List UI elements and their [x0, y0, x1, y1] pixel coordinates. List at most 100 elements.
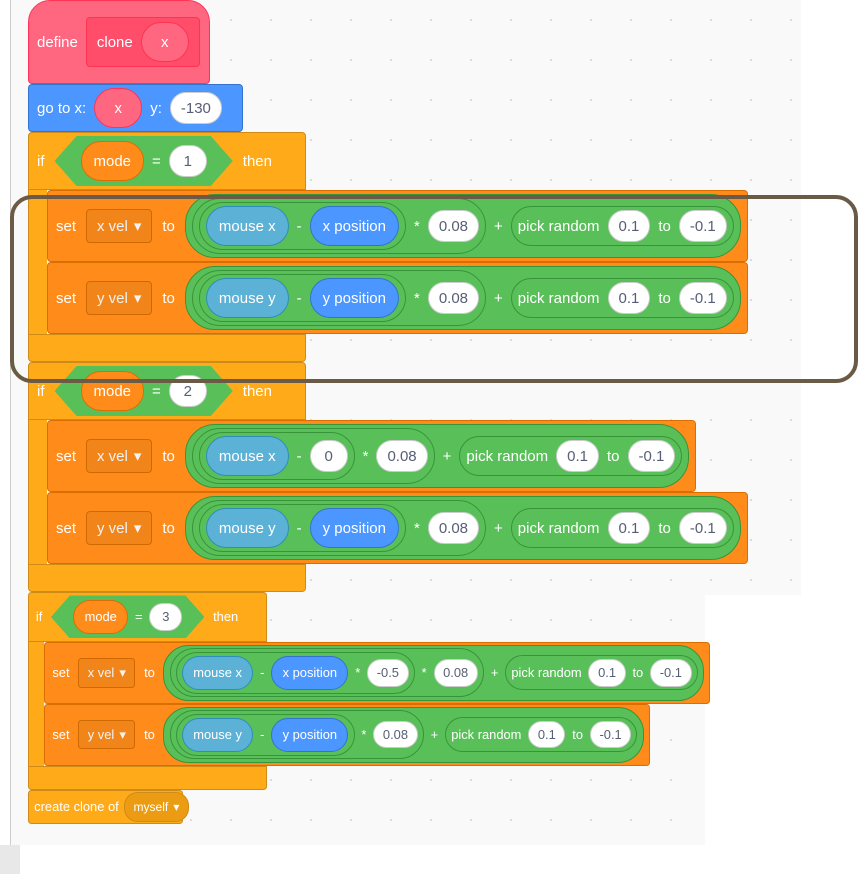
- mouse-x-reporter[interactable]: mouse x: [205, 206, 289, 246]
- go-to-xy-block[interactable]: go to x: x y: -130: [28, 84, 243, 132]
- number-input[interactable]: 0.1: [607, 512, 651, 544]
- mode-variable-reporter[interactable]: mode: [73, 600, 128, 634]
- operator-block[interactable]: mouse y-y position*0.08: [191, 270, 487, 326]
- operator-block[interactable]: mouse y-y position: [175, 713, 355, 756]
- number-input[interactable]: -0.5: [367, 659, 409, 687]
- operator-block[interactable]: mouse x-0: [198, 432, 355, 480]
- x-position-reporter[interactable]: x position: [309, 206, 399, 246]
- number-input[interactable]: -0.1: [678, 282, 727, 314]
- equals-condition[interactable]: mode=2: [55, 366, 233, 416]
- create-clone-label: create clone of: [34, 799, 119, 815]
- equals-condition[interactable]: mode=3: [51, 595, 205, 638]
- operator-symbol: +: [442, 447, 452, 465]
- condition-value-input[interactable]: 3: [149, 603, 182, 631]
- define-block[interactable]: define clone x: [28, 0, 210, 84]
- number-input[interactable]: 0.1: [528, 720, 566, 749]
- operator-block[interactable]: mouse x-x position*-0.5: [175, 652, 415, 694]
- operator-block[interactable]: mouse x-x position*0.08: [191, 198, 487, 254]
- set-keyword: set: [56, 447, 77, 465]
- number-input[interactable]: -0.1: [678, 210, 727, 242]
- operator-symbol: -: [260, 665, 265, 681]
- variable-dropdown[interactable]: y vel▾: [86, 281, 153, 315]
- equals-condition[interactable]: mode=1: [55, 136, 233, 186]
- number-input[interactable]: 0.08: [433, 659, 478, 687]
- mode-variable-reporter[interactable]: mode: [81, 141, 145, 181]
- number-input[interactable]: 0: [309, 440, 348, 472]
- number-input[interactable]: -0.1: [650, 659, 692, 687]
- operator-block[interactable]: mouse y-y position*0.08: [191, 500, 487, 556]
- go-to-x-label: go to x:: [37, 99, 87, 117]
- variable-dropdown[interactable]: x vel▾: [86, 209, 153, 243]
- number-input[interactable]: 0.1: [588, 659, 626, 687]
- operator-block[interactable]: mouse x-0*0.08: [191, 428, 435, 484]
- operator-symbol: +: [490, 665, 499, 681]
- mouse-x-reporter[interactable]: mouse x: [181, 655, 254, 691]
- operator-block[interactable]: mouse x-x position*-0.5*0.08 + pick random…: [163, 644, 704, 701]
- operator-block[interactable]: mouse y-y position*0.08: [169, 710, 424, 760]
- mouse-y-reporter[interactable]: mouse y: [205, 278, 289, 318]
- mode-variable-reporter[interactable]: mode: [81, 371, 145, 411]
- operator-block[interactable]: mouse x-x position*-0.5*0.08: [169, 648, 484, 698]
- to-keyword: to: [144, 665, 155, 681]
- mouse-y-reporter[interactable]: mouse y: [181, 717, 254, 752]
- variable-dropdown[interactable]: x vel▾: [86, 439, 153, 473]
- condition-value-input[interactable]: 1: [169, 145, 207, 177]
- operator-block[interactable]: mouse y-y position: [198, 504, 406, 552]
- number-input[interactable]: 0.08: [427, 282, 480, 314]
- mouse-x-reporter[interactable]: mouse x: [205, 436, 289, 476]
- operator-symbol: to: [658, 289, 671, 307]
- x-position-reporter[interactable]: x position: [271, 655, 349, 691]
- number-input[interactable]: 0.08: [376, 440, 428, 472]
- number-input[interactable]: -0.1: [678, 512, 727, 544]
- variable-dropdown[interactable]: x vel▾: [78, 658, 136, 688]
- operator-block[interactable]: mouse y-y position: [198, 274, 406, 322]
- x-param-reporter[interactable]: x: [94, 88, 143, 128]
- clone-target-dropdown[interactable]: myself▾: [123, 792, 190, 822]
- variable-dropdown[interactable]: y vel▾: [78, 719, 136, 750]
- number-input[interactable]: 0.1: [607, 210, 651, 242]
- number-input[interactable]: 0.08: [373, 720, 418, 749]
- y-position-reporter[interactable]: y position: [309, 278, 399, 318]
- number-input[interactable]: -0.1: [627, 440, 676, 472]
- y-input[interactable]: -130: [169, 92, 222, 124]
- number-input[interactable]: -0.1: [589, 720, 632, 749]
- number-input[interactable]: 0.1: [556, 440, 599, 472]
- custom-block-prototype[interactable]: clone x: [85, 17, 200, 67]
- number-input[interactable]: 0.08: [427, 210, 480, 242]
- operator-block[interactable]: mouse x-x position: [198, 202, 406, 250]
- y-position-reporter[interactable]: y position: [309, 508, 399, 548]
- number-input[interactable]: 0.1: [607, 282, 651, 314]
- number-input[interactable]: 0.08: [427, 512, 480, 544]
- y-position-reporter[interactable]: y position: [271, 717, 349, 752]
- variable-dropdown[interactable]: y vel▾: [86, 511, 153, 545]
- create-clone-block[interactable]: create clone of myself▾: [28, 789, 190, 825]
- mouse-y-reporter[interactable]: mouse y: [205, 508, 289, 548]
- param-x[interactable]: x: [140, 22, 189, 62]
